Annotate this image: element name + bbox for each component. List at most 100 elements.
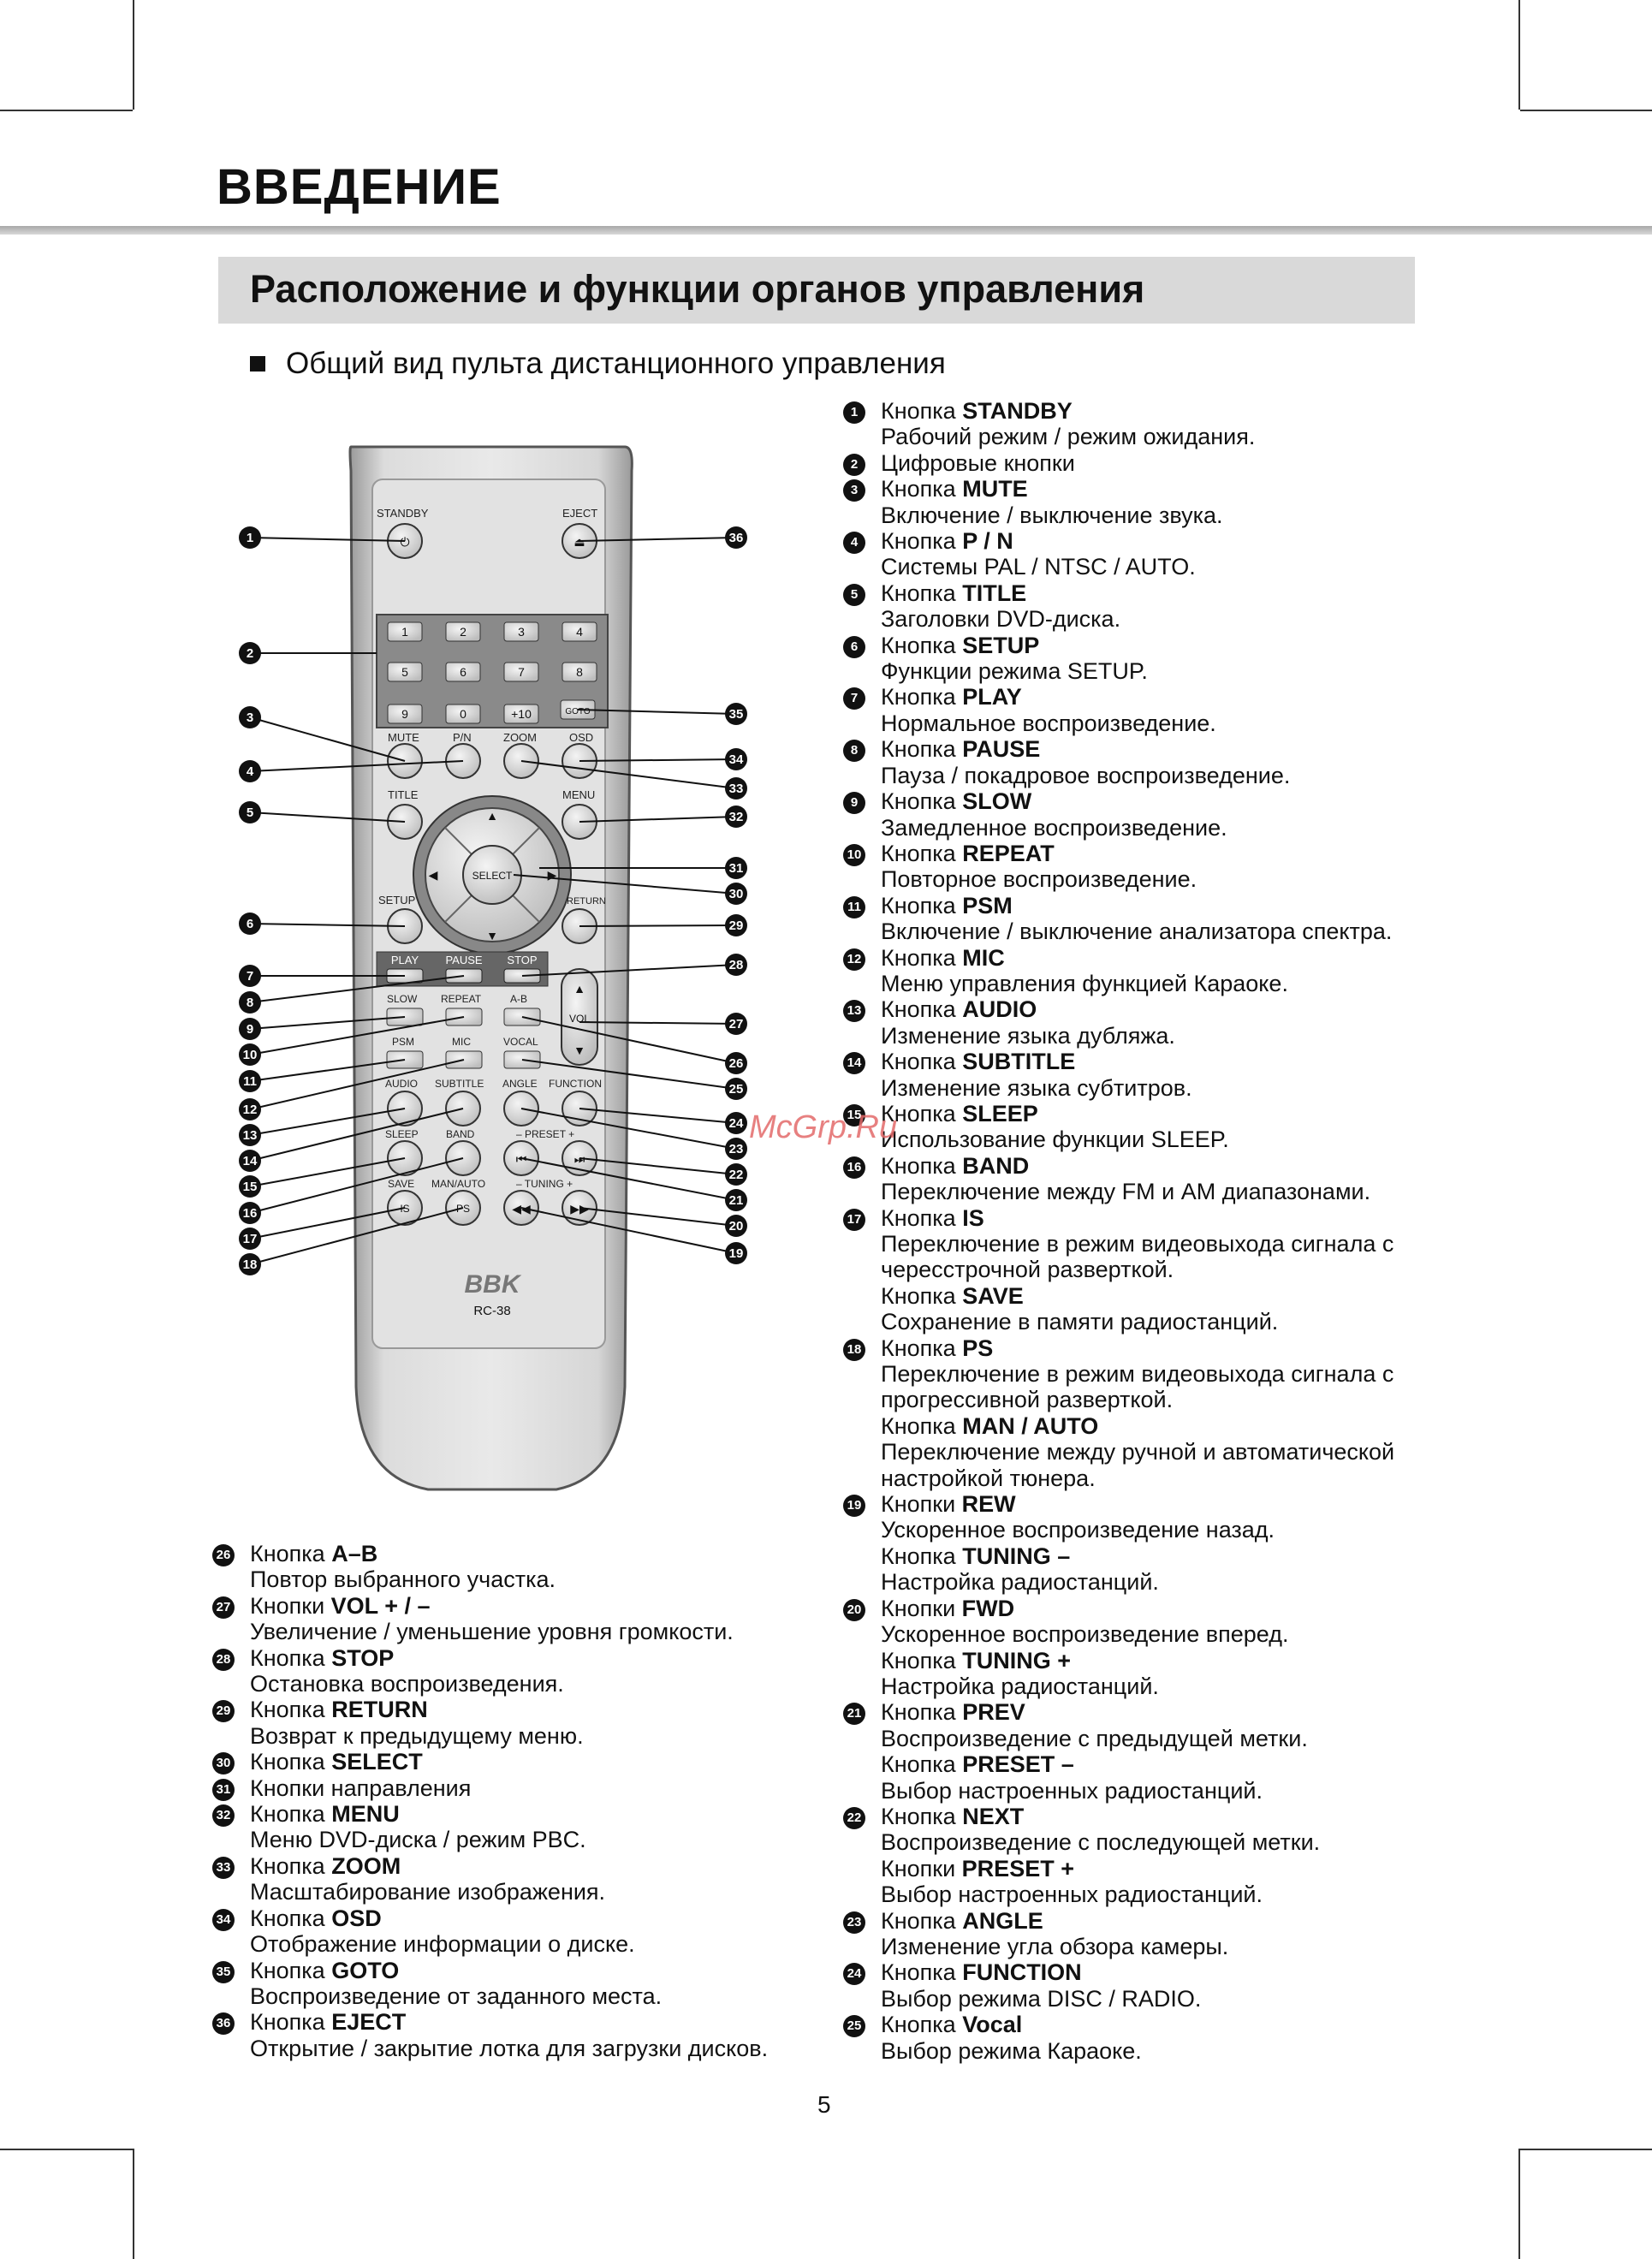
callout-number: 30	[729, 887, 744, 901]
callout-badge	[725, 1112, 747, 1134]
digit-label: 2	[460, 625, 466, 639]
item-caption: Кнопка PAUSE	[881, 736, 1041, 763]
osd-label: OSD	[569, 731, 593, 744]
callout-number: 18	[243, 1257, 258, 1272]
callout-number: 24	[729, 1116, 744, 1131]
item-description: Рабочий режим / режим ожидания.	[881, 424, 1256, 450]
callout-badge	[725, 1242, 747, 1264]
crop-mark	[1518, 2149, 1520, 2259]
item-caption: Кнопка BAND	[881, 1152, 1030, 1179]
item-number-badge: 22	[843, 1806, 865, 1829]
digit-label: 5	[401, 665, 408, 679]
callout-number: 14	[243, 1154, 258, 1168]
subtitle-label: SUBTITLE	[435, 1078, 484, 1090]
item-key-name: ZOOM	[331, 1852, 401, 1879]
item-key-name: FWD	[961, 1595, 1015, 1621]
callout-badge	[239, 965, 261, 987]
crop-mark	[1518, 0, 1520, 110]
leader-line	[579, 1021, 737, 1025]
callout-badge	[725, 1189, 747, 1211]
title-label: TITLE	[388, 788, 419, 801]
callout-badge	[239, 991, 261, 1014]
callout-badge	[239, 913, 261, 935]
item-description: Изменение языка субтитров.	[881, 1074, 1192, 1101]
callout-badge	[239, 760, 261, 782]
leader-line	[520, 1207, 737, 1254]
callout-number: 26	[729, 1056, 744, 1071]
leader-line	[520, 1157, 737, 1201]
menu-label: MENU	[562, 788, 595, 801]
standby-label: STANDBY	[377, 507, 429, 520]
item-caption: Кнопка MIC	[881, 944, 1005, 971]
item-key-name: MIC	[962, 944, 1005, 971]
item-number-badge: 4	[843, 532, 865, 555]
callout-number: 1	[247, 531, 253, 545]
item-key-name: IS	[962, 1204, 984, 1231]
item-key-name: BAND	[962, 1152, 1030, 1179]
callout-number: 4	[247, 764, 254, 779]
item-number-badge: 14	[843, 1052, 865, 1075]
item-caption: Кнопки направления	[250, 1775, 472, 1801]
leader-line	[249, 760, 464, 772]
item-number-badge: 30	[212, 1752, 235, 1775]
item-number-badge: 7	[843, 687, 865, 710]
callout-badge	[239, 642, 261, 664]
item-key-name: NEXT	[962, 1803, 1025, 1829]
item-caption: Кнопка TUNING –	[881, 1543, 1071, 1569]
item-description: Системы PAL / NTSC / AUTO.	[881, 554, 1196, 580]
digit-label: 6	[460, 665, 466, 679]
angle-label: ANGLE	[502, 1078, 538, 1090]
band-label: BAND	[446, 1128, 475, 1140]
item-key-name: PAUSE	[962, 736, 1041, 763]
item-caption: Кнопка MAN / AUTO	[881, 1412, 1099, 1439]
item-caption: Кнопка EJECT	[250, 2009, 407, 2036]
leader-line	[249, 1059, 406, 1082]
item-description: Выбор режима Караоке.	[881, 2037, 1142, 2064]
leader-line	[249, 1207, 464, 1265]
item-key-name: STANDBY	[962, 398, 1073, 424]
eject-icon: ⏏	[573, 535, 585, 549]
callout-number: 29	[729, 918, 744, 933]
item-description: Выбор режима DISC / RADIO.	[881, 1985, 1202, 2012]
item-number-badge: 24	[843, 1963, 865, 1986]
digit-label: 4	[576, 625, 583, 639]
function-label: FUNCTION	[549, 1078, 602, 1090]
callout-badge	[725, 857, 747, 879]
watermark: McGrp.Ru	[749, 1109, 898, 1145]
leader-line	[249, 1016, 406, 1030]
callout-number: 10	[243, 1048, 258, 1062]
item-key-name: A–B	[331, 1541, 378, 1566]
callout-badge	[239, 1150, 261, 1172]
ab-label: A-B	[510, 993, 527, 1005]
vol-up-icon: ▲	[573, 982, 585, 996]
digit-button	[387, 621, 423, 642]
leader-line	[520, 760, 737, 789]
leader-line	[579, 1108, 737, 1124]
item-number-badge: 28	[212, 1648, 235, 1671]
model-label: RC-38	[473, 1304, 510, 1318]
callout-badge	[239, 1043, 261, 1066]
leader-line	[249, 1157, 464, 1214]
item-key-name: REW	[961, 1491, 1016, 1518]
leader-line	[577, 709, 737, 715]
callout-number: 5	[247, 806, 253, 820]
setup-label: SETUP	[378, 894, 415, 907]
callout-number: 36	[729, 531, 744, 545]
item-description: Функции режима SETUP.	[881, 658, 1148, 685]
item-key-name: TUNING +	[962, 1647, 1071, 1673]
item-key-name: ANGLE	[962, 1907, 1043, 1934]
